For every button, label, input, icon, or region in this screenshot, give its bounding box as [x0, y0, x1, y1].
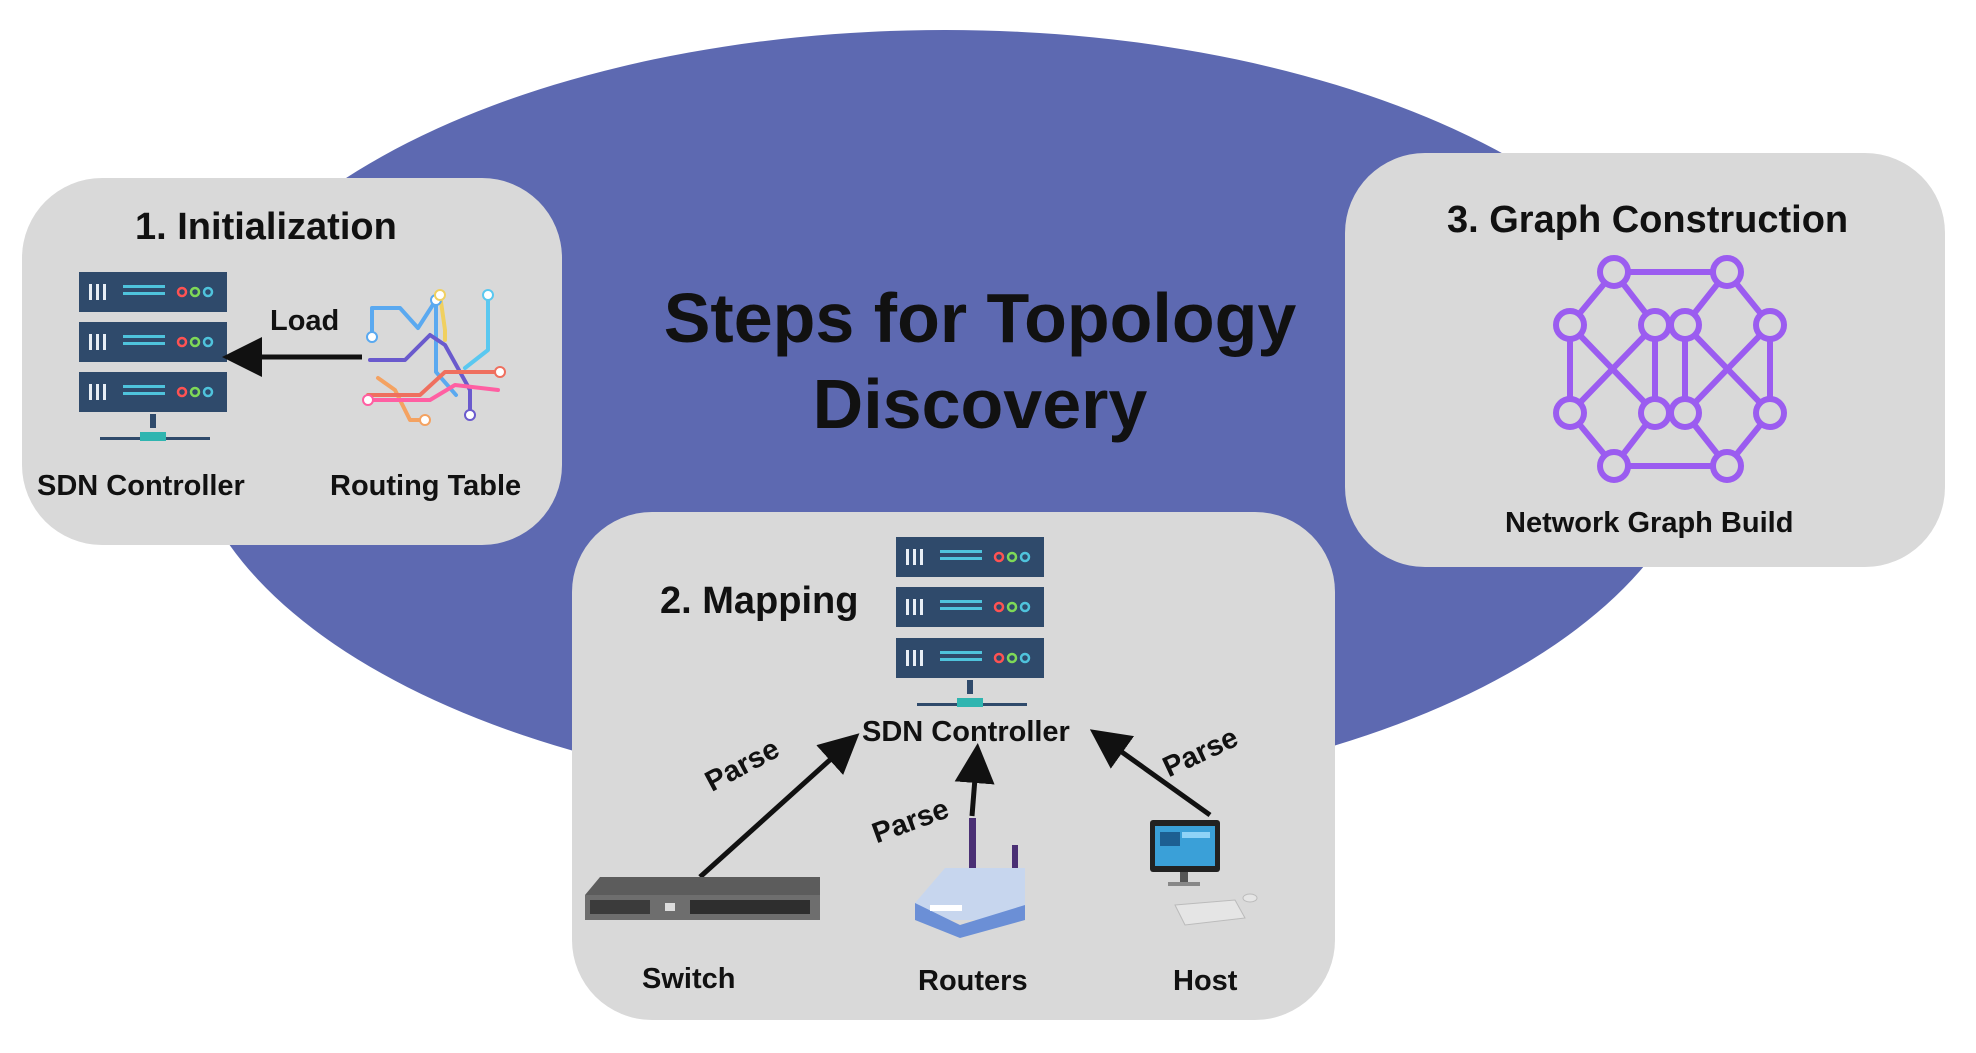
step3-panel [1345, 153, 1945, 567]
network-switch-icon [585, 877, 820, 920]
step2-server-icon [894, 535, 1046, 707]
routing-table-label: Routing Table [330, 470, 522, 502]
host-parse-arrow [1089, 729, 1212, 818]
load-label: Load [270, 305, 340, 337]
step2-controller-label: SDN Controller [862, 716, 1070, 748]
step1-controller-label: SDN Controller [37, 470, 245, 502]
diagram-title-line2: Discovery [812, 365, 1148, 443]
step1-server-icon [77, 270, 229, 441]
diagram-title: Steps for Topology Discovery [630, 275, 1330, 447]
step3-heading: 3. Graph Construction [1447, 199, 1849, 241]
step2-heading: 2. Mapping [660, 580, 859, 622]
network-graph-caption: Network Graph Build [1505, 507, 1794, 539]
switch-parse-arrow [698, 733, 860, 879]
desktop-computer-icon [1150, 820, 1258, 926]
routing-table-icon [362, 289, 506, 426]
wifi-router-icon [915, 818, 1025, 938]
step1-heading: 1. Initialization [135, 206, 397, 248]
diagram-title-line1: Steps for Topology [663, 279, 1297, 357]
routers-parse-arrow [954, 743, 995, 817]
network-graph-icon [1553, 255, 1787, 483]
switch-label: Switch [642, 963, 736, 995]
routers-label: Routers [918, 965, 1028, 997]
host-label: Host [1173, 965, 1238, 997]
